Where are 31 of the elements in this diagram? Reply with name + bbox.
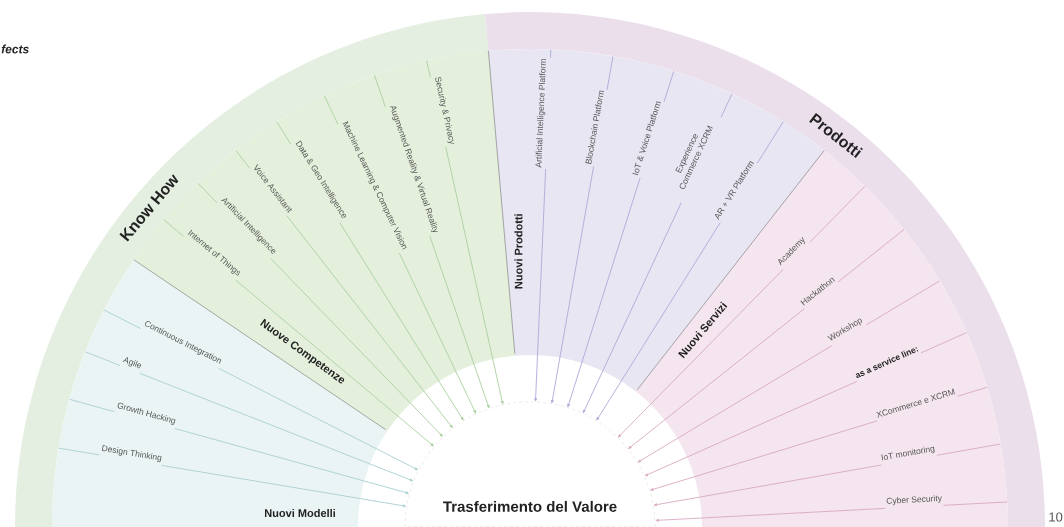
arrow: [653, 464, 882, 507]
item-label: Security & Privacy: [435, 77, 455, 144]
arrow: [628, 308, 805, 449]
arrow: [139, 372, 414, 482]
item-label: IoT monitoring: [881, 446, 935, 461]
arrow: [618, 269, 784, 438]
arrow: [567, 177, 641, 408]
arrow: [218, 368, 419, 471]
arrow: [339, 222, 464, 421]
item-label: Design Thinking: [101, 445, 162, 463]
arrow: [286, 215, 453, 429]
arrow: [235, 279, 434, 447]
center-label: Trasferimento del Valore: [404, 401, 656, 527]
arrow: [637, 345, 832, 463]
arrow: [534, 168, 547, 402]
arrow: [270, 258, 443, 437]
arrow: [398, 252, 477, 414]
arrow: [174, 428, 409, 495]
arrow: [445, 146, 504, 405]
arrow: [596, 222, 721, 421]
page-number: 10: [1049, 512, 1063, 522]
item-label: Artificial Intelligence Platform: [535, 59, 546, 168]
item-label: Blockchain Platform: [585, 90, 604, 164]
item-label: Cyber Security: [886, 495, 942, 506]
arrow: [429, 235, 490, 409]
arrow: [582, 202, 682, 414]
arrow: [655, 507, 886, 522]
arrow: [550, 165, 595, 404]
arrow: [161, 464, 407, 508]
arrow: [650, 420, 878, 491]
arrow: [644, 381, 858, 477]
